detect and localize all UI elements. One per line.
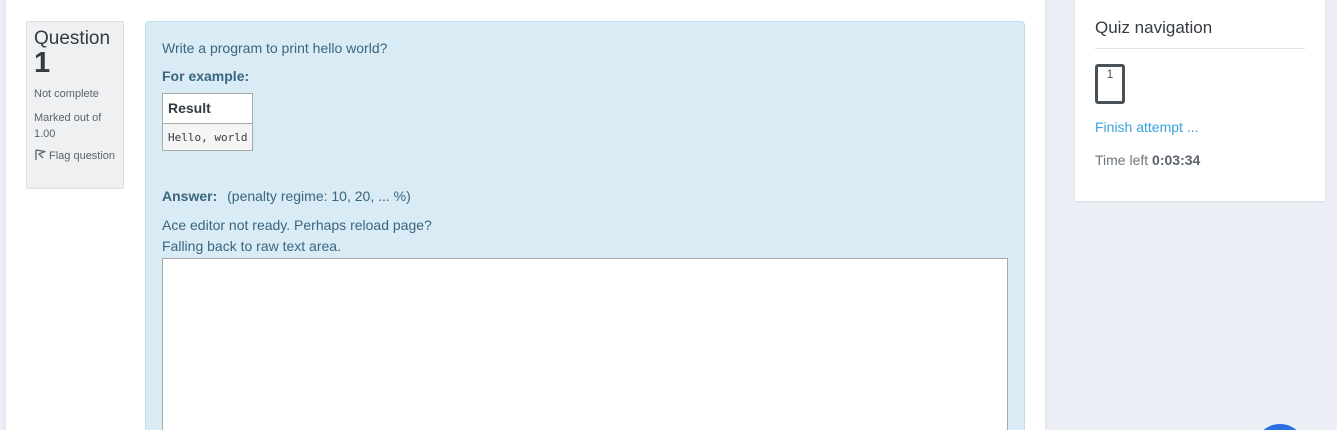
time-left-value: 0:03:34 — [1152, 152, 1201, 168]
question-title: Question — [34, 28, 111, 49]
floating-action-button[interactable] — [1254, 424, 1306, 430]
question-state: Not complete — [34, 88, 99, 100]
example-result-cell: Hello, world — [161, 123, 254, 151]
flag-icon — [34, 149, 46, 166]
answer-label: Answer: — [162, 188, 218, 204]
example-table: Result Hello, world — [161, 93, 254, 151]
ace-message-line1: Ace editor not ready. Perhaps reload pag… — [162, 217, 432, 233]
time-left: Time left 0:03:34 — [1095, 152, 1305, 168]
quiz-navigation-block: Quiz navigation 1 Finish attempt ... Tim… — [1075, 0, 1325, 201]
flag-question-button[interactable]: Flag question — [34, 148, 116, 166]
ace-message-line2: Falling back to raw text area. — [162, 238, 341, 254]
penalty-regime: (penalty regime: 10, 20, ... %) — [227, 188, 411, 204]
answer-textarea[interactable] — [162, 258, 1008, 430]
question-number: 1 — [34, 47, 51, 79]
question-info-panel: Question 1 Not complete Marked out of 1.… — [26, 21, 124, 189]
flag-question-label: Flag question — [49, 150, 116, 162]
ace-editor-message: Ace editor not ready. Perhaps reload pag… — [162, 215, 1008, 257]
question-grade: Marked out of 1.00 — [34, 112, 102, 140]
main-content-region: Question 1 Not complete Marked out of 1.… — [6, 0, 1045, 430]
quiz-navigation-title: Quiz navigation — [1095, 18, 1305, 49]
finish-attempt-link[interactable]: Finish attempt ... — [1095, 119, 1199, 135]
question-formulation: Write a program to print hello world? Fo… — [145, 21, 1025, 430]
time-left-label: Time left — [1095, 152, 1149, 168]
question-text: Write a program to print hello world? — [162, 40, 388, 56]
for-example-label: For example: — [162, 68, 250, 84]
example-table-header: Result — [161, 93, 254, 124]
question-nav-button-1[interactable]: 1 — [1095, 64, 1125, 104]
table-row: Hello, world — [161, 123, 254, 151]
answer-header: Answer: (penalty regime: 10, 20, ... %) — [162, 187, 1008, 205]
